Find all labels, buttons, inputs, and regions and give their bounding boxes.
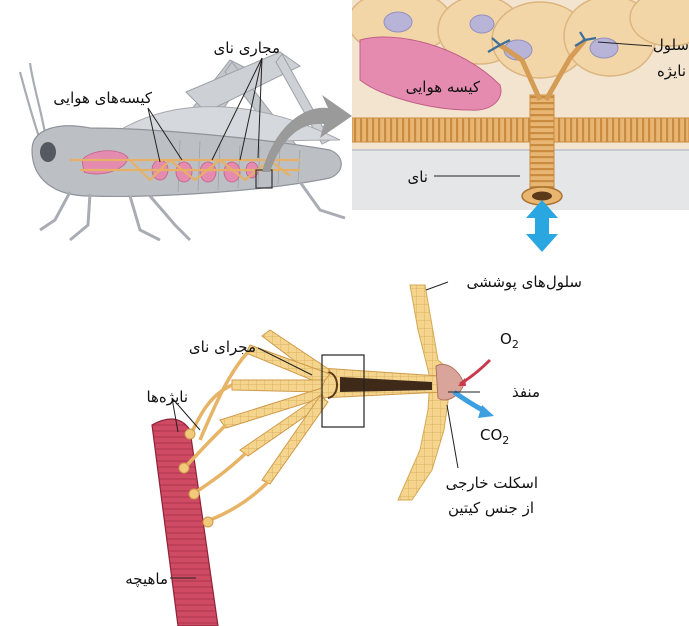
exoskeleton-label-1: اسکلت خارجی <box>446 474 538 492</box>
antenna <box>20 72 40 140</box>
front-leg <box>40 192 70 230</box>
grasshopper <box>20 52 345 240</box>
inset-magnified-view <box>348 0 689 210</box>
co2-label: CO2 <box>480 426 509 447</box>
trachea-duct-label: مجرای نای <box>189 338 256 356</box>
air-sacs-label: کیسه‌های هوایی <box>53 89 152 107</box>
spiracle-label: منفذ <box>512 383 540 401</box>
antenna <box>30 63 46 138</box>
inset-air-sac-label: کیسه هوایی <box>406 78 481 96</box>
inset-trachea-label: نای <box>408 168 429 186</box>
mid-leg <box>150 196 190 240</box>
inset-trachea-horizontal <box>352 118 689 142</box>
exoskeleton-label-2: از جنس کیتین <box>448 499 534 517</box>
tracheae-label: مجاری نای <box>213 39 280 57</box>
o2-label: O2 <box>500 330 519 351</box>
tracheole-cell-label-2: نایژه <box>657 62 686 80</box>
epidermal-cells-label: سلول‌های پوششی <box>466 273 582 292</box>
tracheole-cell-label-1: سلول <box>653 36 689 54</box>
tracheoles-label: نایژه‌ها <box>146 388 188 406</box>
inset-trachea-trunk <box>530 95 554 195</box>
muscle-label: ماهیچه <box>125 570 168 588</box>
front-leg <box>70 194 90 240</box>
eye <box>40 142 56 162</box>
hind-foot <box>300 182 345 218</box>
